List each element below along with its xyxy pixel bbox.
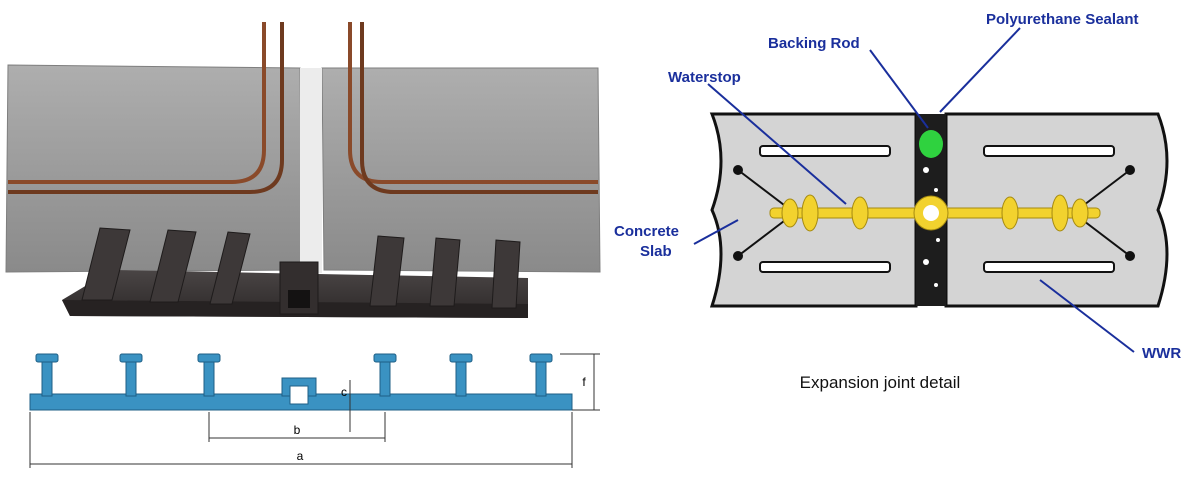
dimension-b-label: b — [294, 423, 301, 437]
waterstop-illustration: a b c f — [5, 22, 601, 468]
waterstop-bulb-hole — [923, 205, 939, 221]
callout-lines — [693, 27, 1135, 353]
rebar-left — [8, 22, 284, 194]
callout-backing-rod: Backing Rod — [768, 35, 860, 52]
callout-waterstop: Waterstop — [668, 69, 741, 86]
dimension-c-label: c — [341, 385, 347, 399]
callout-polyurethane-sealant: Polyurethane Sealant — [986, 11, 1139, 28]
dimension-a-label: a — [297, 449, 304, 463]
rebar-right — [348, 22, 598, 194]
backing-rod-shape — [919, 130, 943, 158]
waterstop-profile-2d — [29, 353, 573, 411]
callout-concrete-slab-line1: Concrete — [614, 223, 679, 240]
concrete-block-right — [321, 67, 601, 273]
diagram-caption: Expansion joint detail — [800, 373, 961, 392]
expansion-joint-diagram: Polyurethane Sealant Backing Rod Waterst… — [614, 11, 1181, 392]
expansion-joint-detail-panel: Polyurethane Sealant Backing Rod Waterst… — [610, 0, 1200, 485]
joint-gap — [300, 68, 322, 273]
callout-concrete-slab-line2: Slab — [640, 243, 672, 260]
dimension-f-label: f — [582, 375, 586, 389]
callout-wwr: WWR — [1142, 345, 1181, 362]
wwr-bars — [759, 145, 1115, 273]
waterstop-illustration-panel: a b c f — [5, 22, 601, 468]
anchor-ties — [733, 165, 1135, 261]
concrete-block-left — [5, 64, 303, 273]
waterstop-3d-render — [62, 227, 528, 318]
dimension-lines — [29, 353, 600, 468]
